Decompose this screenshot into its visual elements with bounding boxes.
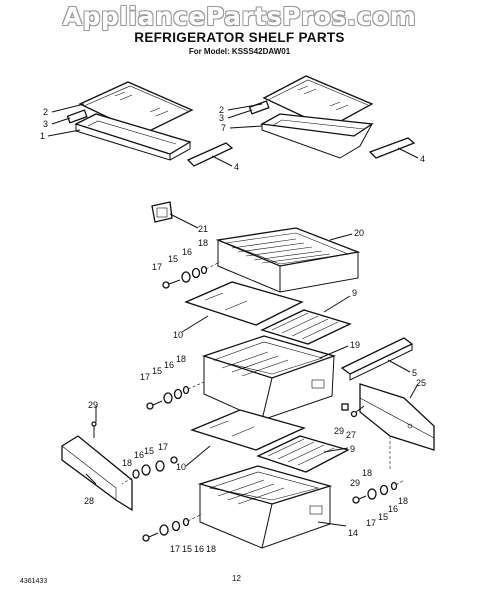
- crisper-cover-frame-lower: [256, 435, 350, 473]
- callout-16-e: 16: [194, 544, 204, 554]
- bracket-21: [151, 201, 173, 223]
- callout-16-c: 16: [134, 450, 144, 460]
- callout-18-f: 18: [206, 544, 216, 554]
- callout-4-right: 4: [420, 154, 425, 164]
- lower-drawer: [197, 465, 333, 549]
- shelf-trim-right: [248, 100, 270, 115]
- callout-15-c: 15: [144, 446, 154, 456]
- callout-2-left: 2: [43, 107, 48, 117]
- callout-3-right: 3: [219, 113, 224, 123]
- page-title: REFRIGERATOR SHELF PARTS: [134, 30, 345, 45]
- callout-18-d: 18: [362, 468, 372, 478]
- hardware-bracket: [341, 403, 365, 418]
- callout-18-c: 18: [122, 458, 132, 468]
- side-bracket-25: [359, 383, 435, 470]
- part-number: 4361433: [20, 578, 48, 585]
- middle-drawer: [201, 335, 337, 421]
- callout-10-lower: 10: [176, 462, 186, 472]
- callout-9-upper: 9: [352, 288, 357, 298]
- callout-5: 5: [412, 368, 417, 378]
- callout-15-d: 15: [378, 512, 388, 522]
- crisper-cover-glass-lower: [190, 409, 306, 451]
- callout-1: 1: [40, 131, 45, 141]
- callout-17-a: 17: [152, 262, 162, 272]
- leader-lines: [47, 103, 419, 527]
- callout-19: 19: [350, 340, 360, 350]
- hardware-right: [352, 479, 405, 504]
- callout-18-a: 18: [198, 238, 208, 248]
- page-number: 12: [232, 574, 241, 583]
- callout-17-c: 17: [158, 442, 168, 452]
- hardware-upper: [162, 261, 221, 289]
- hardware-left: [121, 456, 178, 485]
- callout-28: 28: [84, 496, 94, 506]
- callout-labels: 2 3 1 2 3 7 4 4 21 20 17 15 16 18 9 10 1…: [40, 105, 426, 554]
- callout-14: 14: [348, 528, 358, 538]
- callout-15-b: 15: [152, 366, 162, 376]
- callout-29-right: 29: [334, 426, 344, 436]
- shelf-frame-left: [74, 113, 192, 161]
- upper-drawer: [215, 227, 361, 293]
- model-label: For Model: KSSS42DAW01: [188, 47, 291, 56]
- callout-9-lower: 9: [350, 444, 355, 454]
- callout-18-b: 18: [176, 354, 186, 364]
- callout-27: 27: [346, 430, 356, 440]
- callout-17-b: 17: [140, 372, 150, 382]
- shelf-frame-right: [259, 113, 374, 159]
- watermark: AppliancePartsPros.com: [62, 2, 417, 31]
- callout-25: 25: [416, 378, 426, 388]
- callout-16-b: 16: [164, 360, 174, 370]
- side-panel-28: [61, 435, 133, 512]
- drawer-rail-5: [340, 337, 414, 381]
- callout-29-left: 29: [88, 400, 98, 410]
- shelf-end-cap-left: [186, 142, 234, 167]
- callout-7: 7: [221, 123, 226, 133]
- callout-18-e: 18: [398, 496, 408, 506]
- shelf-trim-left: [66, 109, 88, 124]
- callout-21: 21: [198, 224, 208, 234]
- callout-29-lower: 29: [350, 478, 360, 488]
- callout-15-e: 15: [182, 544, 192, 554]
- callout-2-right: 2: [219, 105, 224, 115]
- callout-10-upper: 10: [173, 330, 183, 340]
- screw-29-left: [91, 421, 97, 438]
- crisper-cover-frame-upper: [260, 309, 352, 345]
- hardware-middle: [146, 381, 205, 410]
- callout-15-a: 15: [168, 254, 178, 264]
- callout-16-d: 16: [388, 504, 398, 514]
- callout-16-a: 16: [182, 247, 192, 257]
- crisper-cover-glass-upper: [184, 281, 304, 326]
- callout-20: 20: [354, 228, 364, 238]
- callout-3-left: 3: [43, 119, 48, 129]
- callout-17-d: 17: [366, 518, 376, 528]
- callout-17-e: 17: [170, 544, 180, 554]
- callout-4-left: 4: [234, 162, 239, 172]
- shelf-end-cap-right: [368, 137, 416, 159]
- hardware-lower: [142, 513, 203, 542]
